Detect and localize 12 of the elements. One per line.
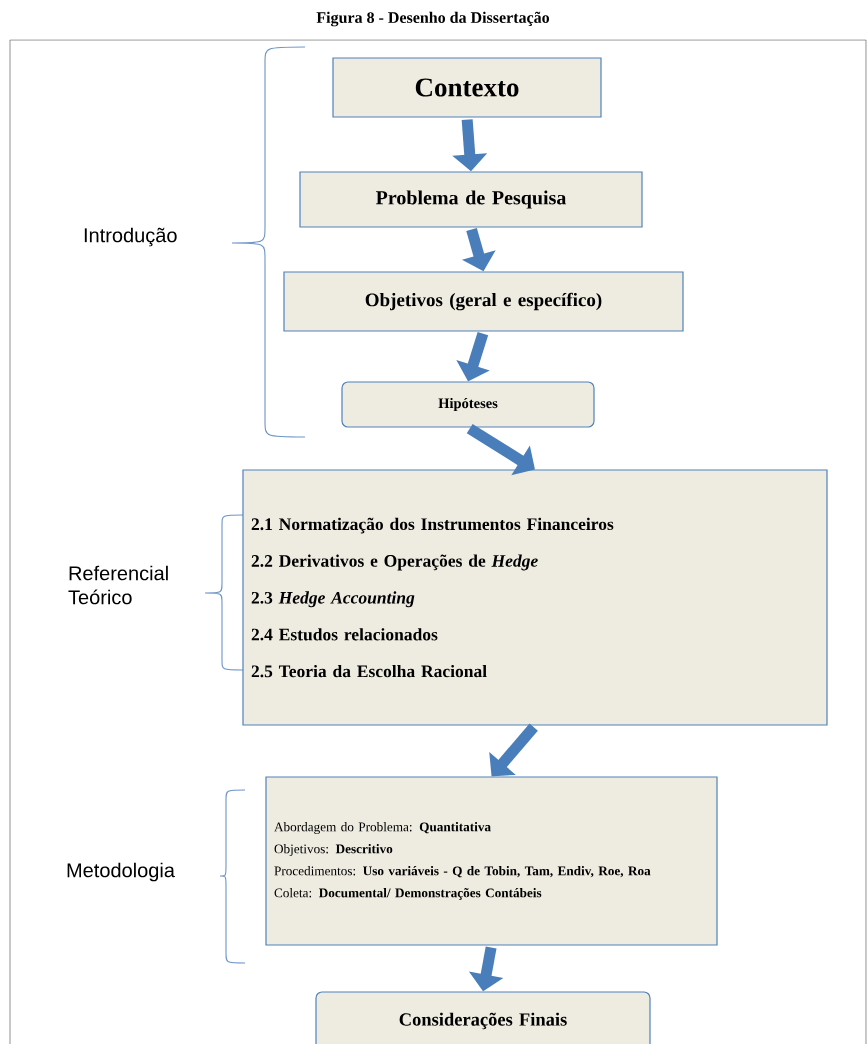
process-box: 2.1 Normatização dos Instrumentos Financeiros 2.2 Derivativos e Operações de Hedge 2.3 Hedge Accounting 2.4 Estudos relacionados 2.5 Teoria da Escolha Racional: [242, 469, 828, 726]
process-box: Contexto: [332, 57, 602, 118]
process-box: Abordagem do Problema: Quantitativa Objetivos: Descritivo Procedimentos: Uso variáveis - Q de Tobin, Tam, Endiv, Roe, Roa Coleta: Documental/ Demonstrações Contábeis: [265, 776, 718, 946]
section-label: Introdução: [84, 227, 177, 247]
section-label: Referencial Teórico: [68, 565, 168, 605]
block-arrow: [489, 723, 538, 777]
process-box: Considerações Finais: [315, 991, 651, 1044]
process-box: Hipóteses: [341, 381, 595, 428]
process-box: Objetivos (geral e específico): [283, 271, 684, 332]
section-label: Metodologia: [67, 862, 175, 882]
process-box: Problema de Pesquisa: [299, 171, 643, 228]
figure-title: Figura 8 - Desenho da Dissertação: [316, 11, 550, 27]
